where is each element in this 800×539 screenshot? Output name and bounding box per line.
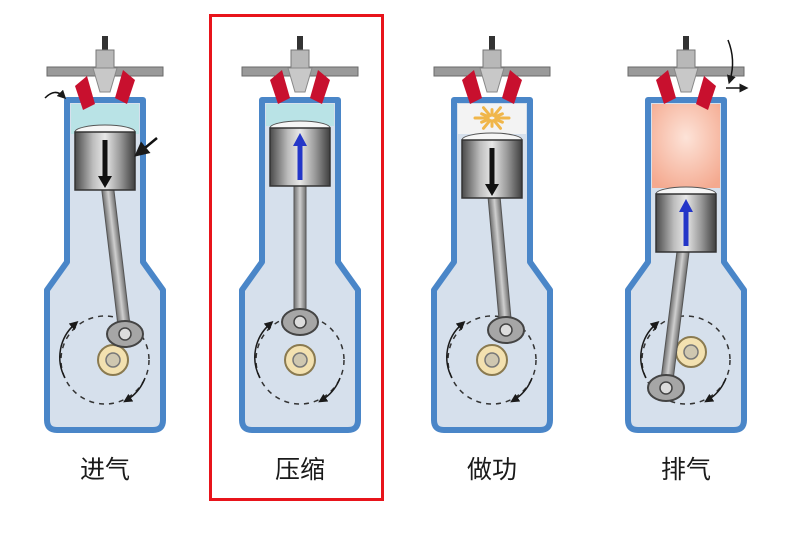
stage-label-exhaust: 排气 xyxy=(660,455,711,484)
rotation-arrow xyxy=(318,377,341,403)
spark-plug-body xyxy=(482,49,502,69)
rotation-arrow xyxy=(446,321,466,379)
engine-exhaust xyxy=(625,36,749,433)
exhaust-port xyxy=(499,66,551,77)
crank-path xyxy=(641,315,731,405)
ignition-flash xyxy=(473,106,511,130)
exhaust-valve xyxy=(115,70,135,104)
crankshaft-center xyxy=(105,352,121,368)
compressed-charge xyxy=(266,104,334,126)
exhaust-valve xyxy=(310,70,330,104)
stage-label-compression: 压缩 xyxy=(274,455,325,484)
crank-pin xyxy=(499,323,513,337)
rotation-arrow xyxy=(510,377,533,403)
crank-pin xyxy=(118,327,132,341)
exhaust-valve xyxy=(696,76,716,110)
intake-valve xyxy=(75,76,95,110)
intake-valve xyxy=(656,70,676,104)
engine-compression xyxy=(239,36,361,433)
spark-plug-tip xyxy=(287,67,313,93)
highlight-box xyxy=(209,14,384,501)
crank-pin xyxy=(659,381,673,395)
crankshaft-center xyxy=(484,352,500,368)
crank-pin xyxy=(293,315,307,329)
rotation-arrow xyxy=(59,321,79,379)
crankshaft-center xyxy=(292,352,308,368)
intake-port xyxy=(433,66,485,77)
crankshaft-center xyxy=(683,344,699,360)
intake-port xyxy=(627,66,679,77)
spark-plug-body xyxy=(676,49,696,69)
arrow-head xyxy=(98,176,112,188)
exhaust-valve xyxy=(502,70,522,104)
crank-path xyxy=(447,315,537,405)
spark-plug-tip xyxy=(92,67,118,93)
exhaust-flow-arrow xyxy=(726,39,736,85)
exhaust-port xyxy=(693,66,745,77)
piston-pointer-arrow xyxy=(134,137,158,157)
intake-flow-arrow xyxy=(44,89,67,100)
rotation-arrow xyxy=(704,377,727,403)
engine-intake xyxy=(44,36,166,433)
rotation-arrow xyxy=(640,321,660,379)
arrow-head xyxy=(293,133,307,146)
crank-path xyxy=(255,315,345,405)
spark-plug-terminal xyxy=(102,36,108,50)
engine-power xyxy=(431,36,553,433)
spark-plug-tip xyxy=(673,67,699,93)
spark-plug-body xyxy=(95,49,115,69)
exhaust-gas xyxy=(652,104,720,188)
stage-label-power: 做功 xyxy=(466,455,517,484)
intake-port xyxy=(46,66,98,77)
intake-valve xyxy=(462,70,482,104)
spark-plug-tip xyxy=(479,67,505,93)
stage-label-intake: 进气 xyxy=(79,455,130,484)
rotation-arrow xyxy=(123,377,146,403)
intake-valve xyxy=(270,70,290,104)
exhaust-port xyxy=(112,66,164,77)
crank-path xyxy=(60,315,150,405)
arrow-head xyxy=(679,199,693,212)
rotation-arrow xyxy=(254,321,274,379)
arrow-head xyxy=(485,184,499,196)
spark-plug-terminal xyxy=(489,36,495,50)
spark-plug-terminal xyxy=(297,36,303,50)
spark-plug-terminal xyxy=(683,36,689,50)
